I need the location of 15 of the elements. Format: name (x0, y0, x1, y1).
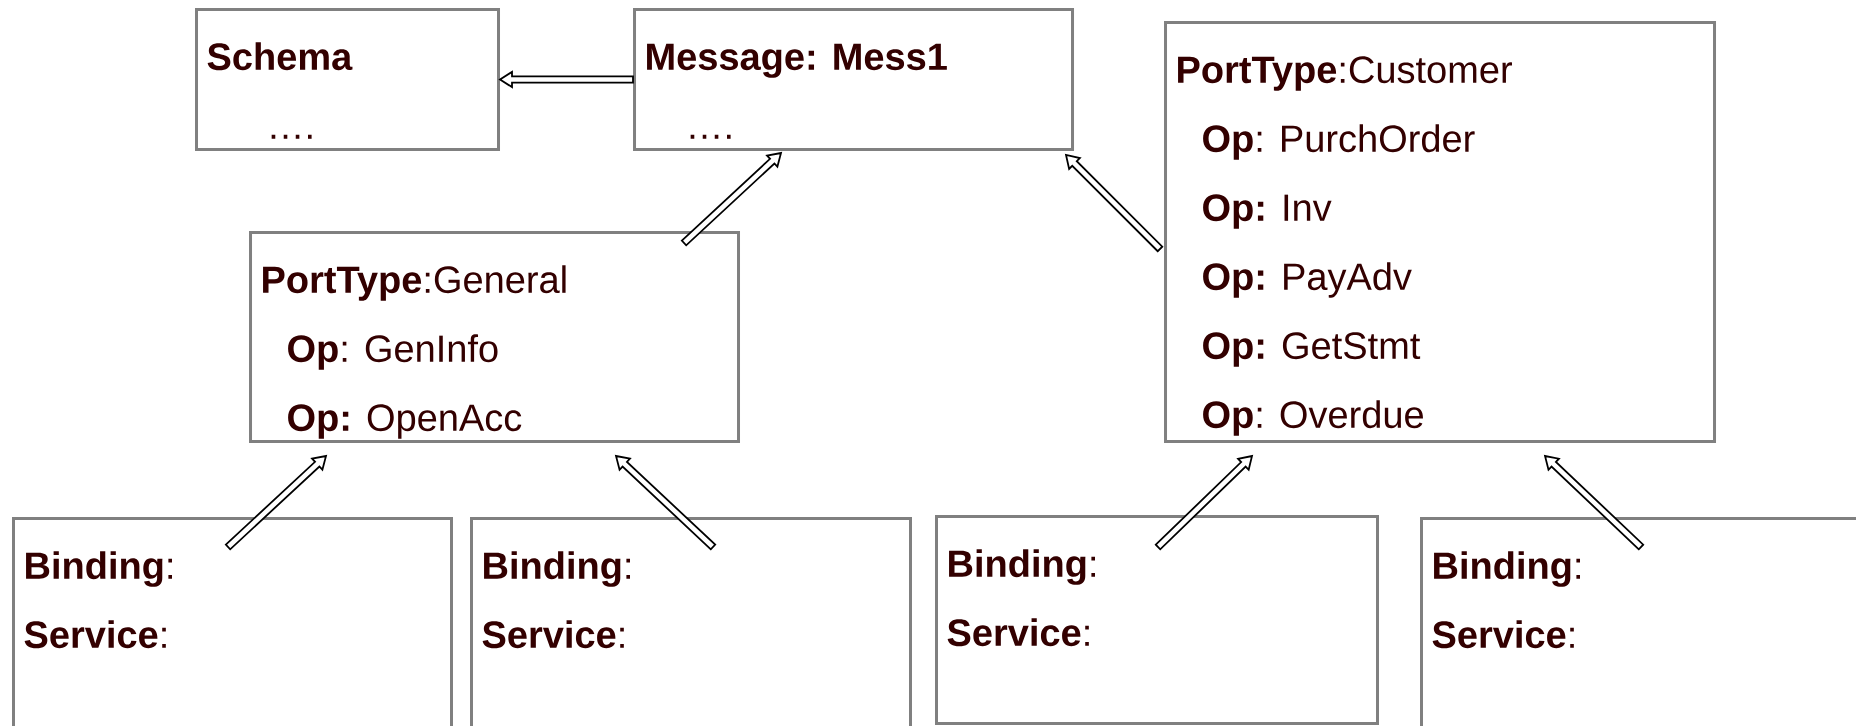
block-arrow (1543, 454, 1645, 551)
text-box: Schema …. (195, 8, 500, 151)
text-box: Binding: Service: (470, 517, 912, 726)
text-box: Binding: Service: (1420, 517, 1856, 726)
block-arrow (498, 70, 634, 89)
block-arrow (614, 454, 717, 551)
text-box: PortType:Customer Op: PurchOrder Op: Inv Op: PayAdv Op: GetStmt Op: Overdue (1164, 21, 1716, 443)
block-arrow (1064, 153, 1164, 253)
text-box: Binding: Service: (12, 517, 453, 726)
block-arrow (224, 454, 328, 551)
block-arrow (1154, 454, 1254, 551)
block-arrow (680, 151, 783, 247)
text-box: Binding: Service: (935, 515, 1379, 725)
text-box: Message: Mess1 …. (633, 8, 1074, 151)
text-box: PortType:General Op: GenInfo Op: OpenAcc (249, 231, 740, 443)
